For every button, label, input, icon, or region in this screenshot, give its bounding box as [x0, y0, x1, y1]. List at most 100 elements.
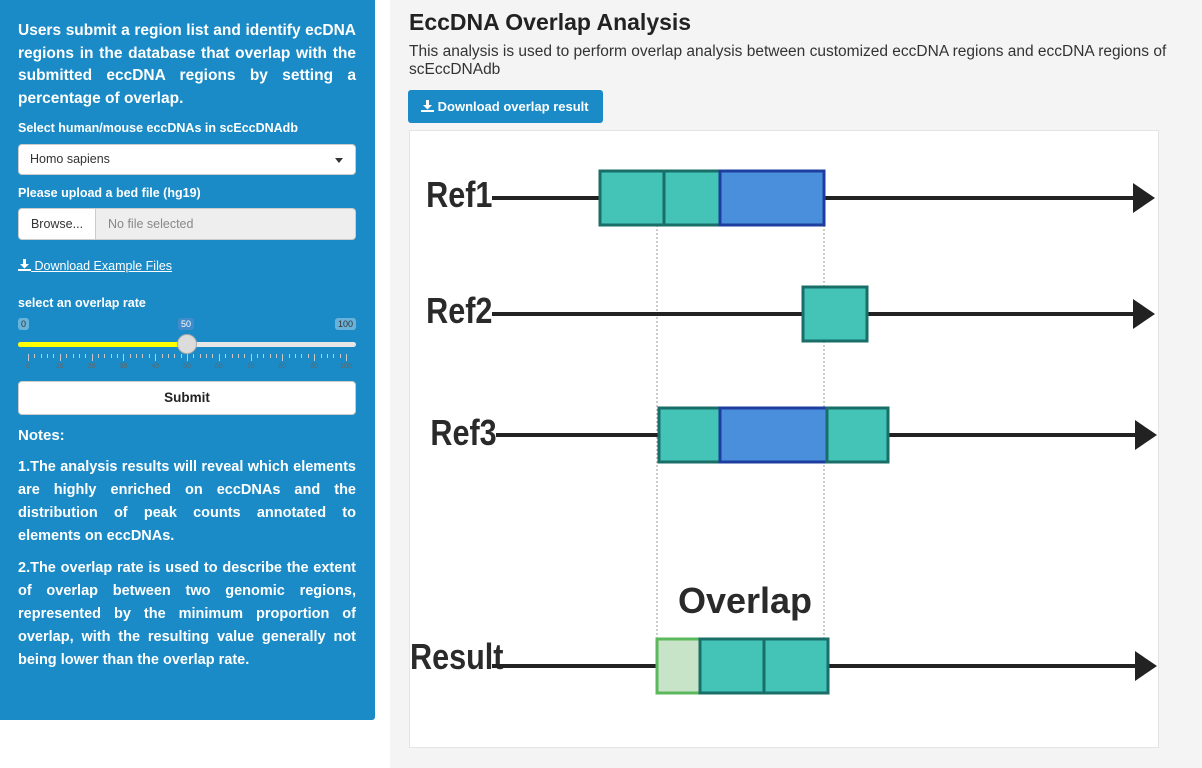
slider-tick	[339, 354, 341, 358]
slider-tick	[193, 354, 195, 358]
slider-tick	[40, 354, 42, 358]
ref3-box-2	[718, 406, 829, 464]
slider-tick	[199, 354, 201, 358]
slider-tick-label: 30	[119, 363, 128, 370]
ref3-box-3	[825, 406, 890, 464]
slider-tick-label: 50	[183, 363, 191, 370]
slider-tick-label: 40	[151, 363, 160, 370]
ref1-arrow	[1133, 183, 1155, 213]
slider-tick	[187, 354, 188, 361]
species-label: Select human/mouse eccDNAs in scEccDNAdb	[18, 121, 298, 135]
ref3-box-1	[657, 406, 722, 464]
file-name-field[interactable]: No file selected	[96, 208, 356, 240]
slider-tick	[97, 354, 99, 358]
species-select-value: Homo sapiens	[30, 152, 110, 166]
slider-tick-label: 100	[340, 363, 352, 370]
download-icon	[421, 100, 434, 112]
download-example-label: Download Example Files	[34, 259, 173, 273]
slider-tick	[148, 354, 150, 358]
slider-tick	[295, 354, 297, 358]
submit-button[interactable]: Submit	[18, 381, 356, 415]
slider-tick	[59, 354, 61, 361]
slider-tick	[307, 354, 309, 358]
download-overlap-button[interactable]: Download overlap result	[408, 90, 603, 123]
slider-tick	[66, 354, 68, 358]
slider-value-label: 50	[178, 318, 195, 330]
ref3-arrow	[1135, 420, 1157, 450]
note-1: 1.The analysis results will reveal which…	[18, 459, 356, 544]
slider-fill	[18, 342, 187, 347]
slider-tick	[155, 354, 157, 361]
ref1-label: Ref1	[426, 176, 492, 216]
slider-tick	[123, 354, 125, 361]
slider-tick	[333, 354, 335, 358]
slider-tick	[180, 354, 182, 358]
species-select[interactable]: Homo sapiens	[18, 144, 356, 175]
page-description: This analysis is used to perform overlap…	[409, 43, 1167, 78]
page-title: EccDNA Overlap Analysis	[409, 9, 692, 35]
ref2-label: Ref2	[426, 292, 492, 332]
chevron-down-icon	[335, 158, 343, 163]
slider-tick	[212, 354, 214, 358]
slider-tick	[301, 354, 303, 358]
slider-tick	[225, 354, 227, 358]
slider-tick	[276, 354, 278, 358]
slider-tick	[174, 354, 176, 358]
ref2-box	[801, 285, 869, 343]
download-overlap-label: Download overlap result	[437, 99, 589, 114]
slider-tick	[320, 354, 322, 358]
slider-tick	[167, 354, 169, 358]
slider-tick-label: 10	[55, 363, 64, 370]
slider-tick	[34, 354, 36, 358]
overlap-label: Overlap	[678, 580, 812, 621]
sidebar-panel: Users submit a region list and identify …	[0, 0, 375, 720]
download-icon	[18, 259, 31, 271]
slider-tick	[282, 354, 284, 361]
slider-tick-label: 60	[214, 363, 223, 370]
slider-tick-label: 20	[87, 363, 96, 370]
slider-tick	[53, 354, 55, 358]
slider-tick	[85, 354, 87, 358]
result-box-2	[762, 637, 830, 695]
upload-label: Please upload a bed file (hg19)	[18, 186, 201, 200]
slider-tick	[104, 354, 106, 358]
slider-tick	[263, 354, 265, 358]
slider-tick	[231, 354, 233, 358]
slider-tick	[117, 354, 119, 358]
slider-tick	[250, 354, 252, 361]
result-box-partial	[655, 637, 702, 695]
slider-min-label: 0	[18, 318, 30, 330]
slider-tick	[142, 354, 144, 358]
slider-tick	[129, 354, 131, 358]
result-arrow	[1135, 651, 1157, 681]
slider-tick	[269, 354, 271, 358]
slider-max-label: 100	[334, 318, 356, 330]
slider-tick	[91, 354, 93, 361]
slider-tick	[110, 354, 112, 358]
slider-tick-label: 70	[246, 363, 255, 370]
download-example-link[interactable]: Download Example Files	[18, 259, 172, 273]
overlap-diagram: Ref1 Ref2 Ref3 Overlap Result	[409, 130, 1159, 748]
notes-heading: Notes:	[18, 427, 65, 444]
slider-tick	[256, 354, 258, 358]
slider-tick	[237, 354, 239, 358]
slider-tick	[244, 354, 246, 358]
slider-tick-label: 0	[26, 363, 30, 370]
result-label: Result	[410, 638, 503, 678]
result-box-1	[698, 637, 766, 695]
slider-tick	[326, 354, 328, 358]
slider-tick	[47, 354, 49, 358]
slider-handle[interactable]	[177, 334, 197, 354]
browse-button[interactable]: Browse...	[18, 208, 96, 240]
slider-tick	[288, 354, 290, 358]
ref2-arrow	[1133, 299, 1155, 329]
slider-tick	[346, 354, 347, 361]
slider-tick	[136, 354, 138, 358]
ref1-box-1	[598, 169, 666, 227]
overlap-rate-label: select an overlap rate	[18, 296, 146, 310]
overlap-diagram-svg: Ref1 Ref2 Ref3 Overlap Result	[410, 169, 1157, 695]
slider-tick	[78, 354, 80, 358]
slider-tick	[72, 354, 74, 358]
file-upload: Browse... No file selected	[18, 208, 356, 240]
